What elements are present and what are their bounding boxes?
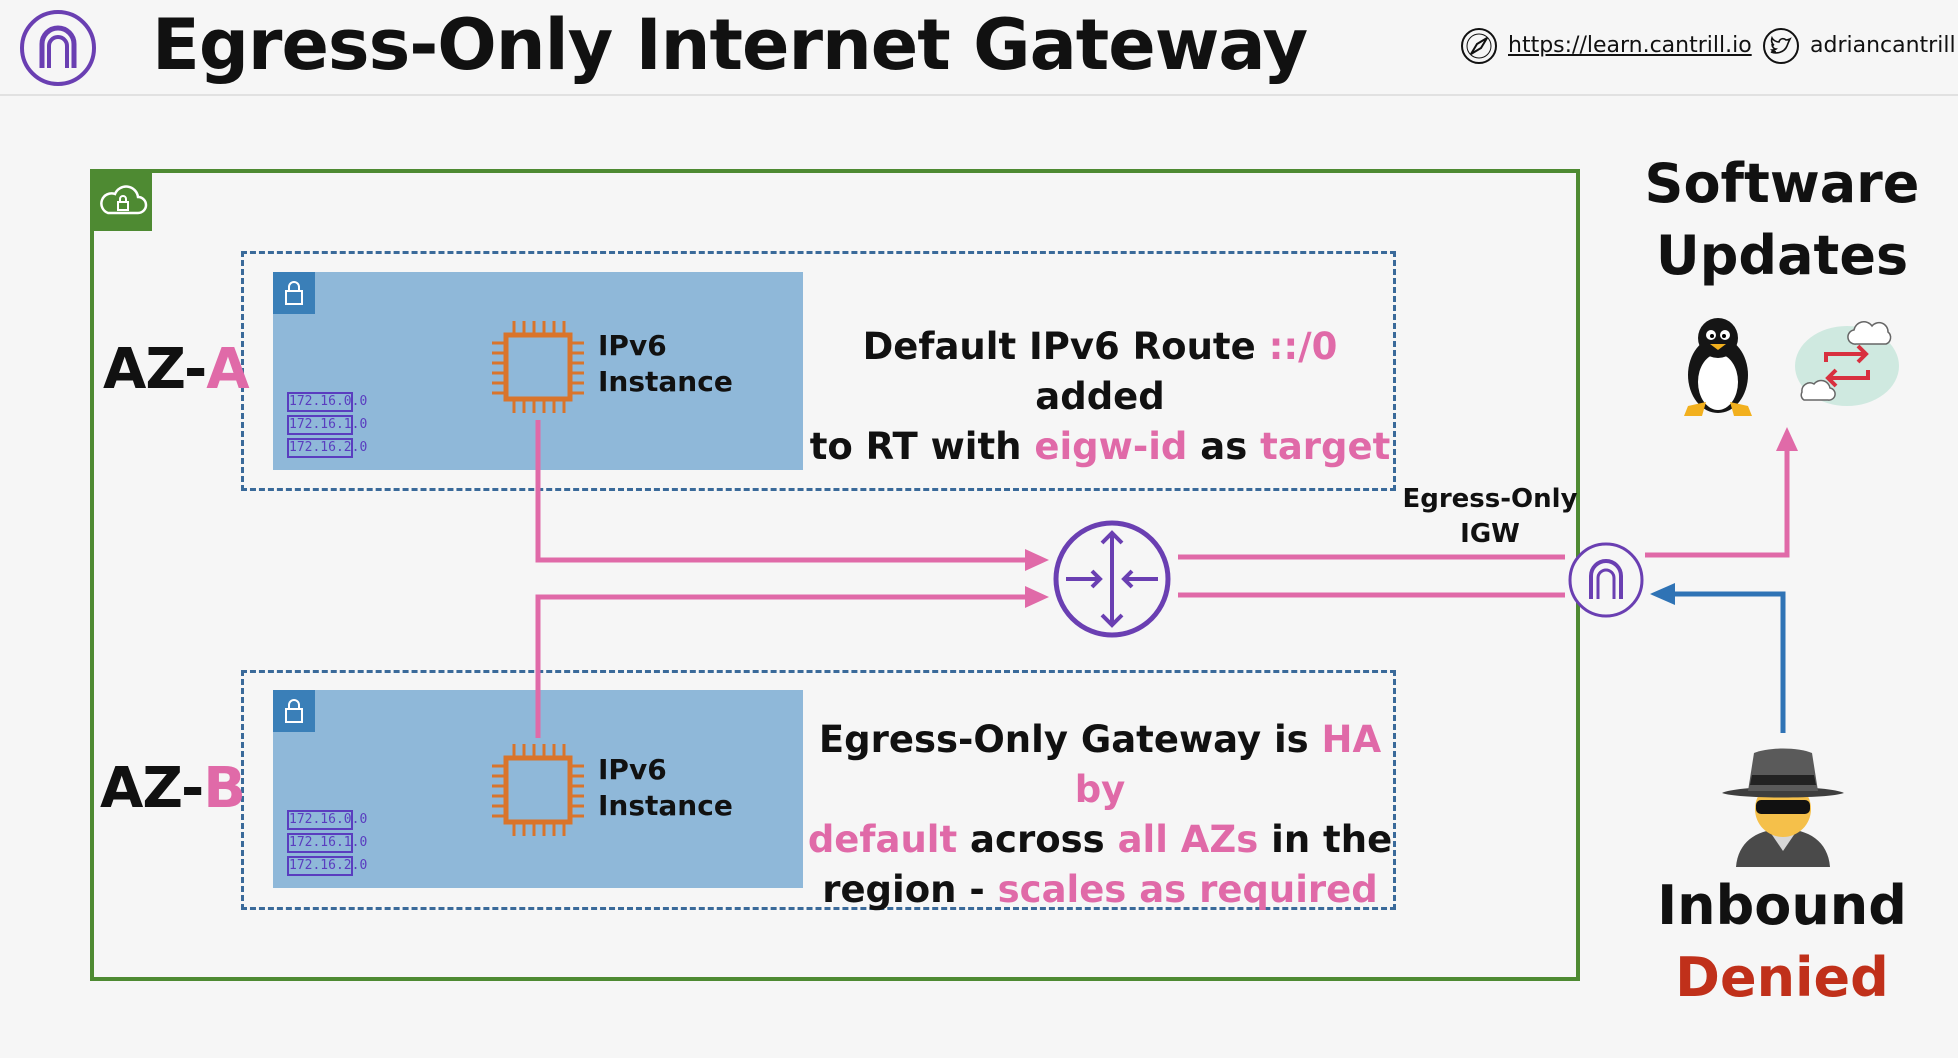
az-b-label: AZ-B <box>100 756 246 821</box>
subnet-b-lock-badge <box>273 690 315 732</box>
cloud-lock-icon <box>100 185 148 215</box>
az-a-label: AZ-A <box>103 337 250 402</box>
cidr-block: 172.16.0.0 <box>287 810 367 830</box>
twitter-handle[interactable]: adriancantrill <box>1810 33 1956 58</box>
route-note: Default IPv6 Route ::/0 added to RT with… <box>809 325 1391 468</box>
flow-b-to-router <box>535 594 1028 738</box>
flow-igw-to-updates <box>1645 450 1790 558</box>
lock-icon <box>285 281 303 305</box>
cidr-block: 172.16.1.0 <box>287 833 367 853</box>
cidr-block: 172.16.2.0 <box>287 438 367 458</box>
page-title: Egress-Only Internet Gateway <box>152 4 1308 86</box>
cidr-block: 172.16.2.0 <box>287 856 367 876</box>
egress-only-igw-icon <box>1568 542 1644 618</box>
vpc-badge <box>94 173 152 231</box>
cidr-block: 172.16.0.0 <box>287 392 367 412</box>
arrowhead <box>1025 586 1049 608</box>
ec2-instance-icon <box>492 321 584 413</box>
router-icon <box>1053 520 1171 638</box>
linux-penguin-icon <box>1684 318 1752 416</box>
cidr-block: 172.16.1.0 <box>287 415 367 435</box>
subnet-a-lock-badge <box>273 272 315 314</box>
hacker-spy-icon <box>1722 748 1844 867</box>
twitter-icon <box>1763 28 1799 64</box>
arrowhead <box>1650 583 1675 605</box>
header-divider <box>0 94 1958 96</box>
lock-icon <box>285 699 303 723</box>
website-link[interactable]: https://learn.cantrill.io <box>1508 33 1752 58</box>
arrowhead <box>1776 427 1798 451</box>
compass-icon <box>1461 28 1497 64</box>
sync-cloud-icon <box>1795 321 1899 406</box>
inbound-flow <box>1675 591 1786 733</box>
availability-zone-a <box>241 251 1396 491</box>
ha-note: Egress-Only Gateway is HA by default acr… <box>807 718 1393 911</box>
gateway-logo-icon <box>20 10 96 86</box>
arrowhead <box>1025 549 1049 571</box>
ec2-instance-icon <box>492 744 584 836</box>
flow-a-to-router <box>535 420 1028 563</box>
availability-zone-b <box>241 670 1396 910</box>
